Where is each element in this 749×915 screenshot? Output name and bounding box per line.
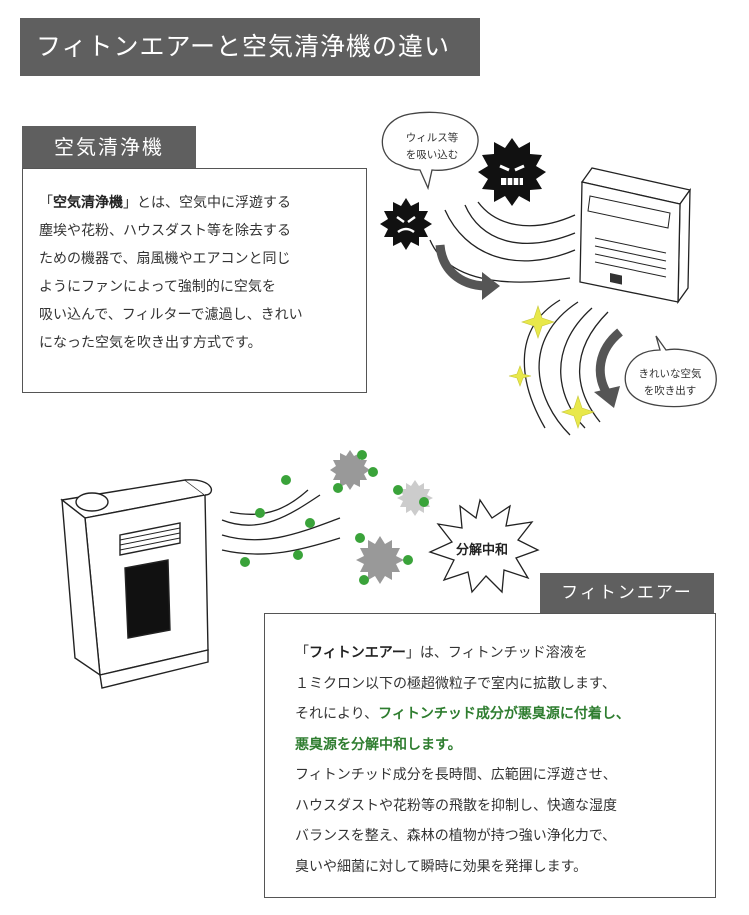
quote-open: 「 xyxy=(295,645,309,661)
air-purifier-description: 「空気清浄機」とは、空気中に浮遊する 塵埃や花粉、ハウスダスト等を除去する ため… xyxy=(39,189,352,357)
outflow-arrow xyxy=(595,328,624,398)
sparkle-icon xyxy=(508,305,595,429)
virus-icon-grey xyxy=(330,450,433,584)
phyton-air-illustration xyxy=(60,450,540,689)
virus-icon-large xyxy=(478,138,546,206)
page-title: フィトンエアーと空気清浄機の違い xyxy=(20,18,480,76)
air-purifier-description-box: 「空気清浄機」とは、空気中に浮遊する 塵埃や花粉、ハウスダスト等を除去する ため… xyxy=(22,168,367,393)
phyton-air-label: フィトンエアー xyxy=(540,573,714,613)
phytoncide-particles xyxy=(240,450,429,585)
air-purifier-device xyxy=(579,167,692,305)
air-purifier-label: 空気清浄機 xyxy=(22,126,196,168)
air-purifier-illustration xyxy=(380,111,717,436)
phyton-air-term: フィトンエアー xyxy=(309,645,406,661)
phyton-air-body-1: 」は、フィトンチッド溶液を １ミクロン以下の極超微粒子で室内に拡散します、 それ… xyxy=(295,645,616,722)
phyton-air-description: 「フィトンエアー」は、フィトンチッド溶液を １ミクロン以下の極超微粒子で室内に拡… xyxy=(295,638,715,882)
quote-open: 「 xyxy=(39,195,53,211)
virus-icon-small xyxy=(380,198,432,250)
phyton-air-highlight: フィトンチッド成分が悪臭源に付着し、 悪臭源を分解中和します。 xyxy=(295,706,630,753)
speech-bubble-out-shape xyxy=(624,335,717,408)
speech-bubble-in-shape xyxy=(381,111,479,191)
air-purifier-term: 空気清浄機 xyxy=(53,195,123,211)
air-purifier-body: 」とは、空気中に浮遊する 塵埃や花粉、ハウスダスト等を除去する ための機器で、扇… xyxy=(39,195,303,351)
phyton-air-description-box: 「フィトンエアー」は、フィトンチッド溶液を １ミクロン以下の極超微粒子で室内に拡… xyxy=(264,613,716,898)
burst-shape xyxy=(428,498,540,594)
bubble-exhale-text: きれいな空気 を吹き出す xyxy=(638,368,702,397)
bubble-inhale-text: ウィルス等 を吸い込む xyxy=(405,132,459,161)
intake-arrow xyxy=(435,244,486,291)
phyton-air-device xyxy=(60,479,213,689)
burst-label: 分解中和 xyxy=(456,543,509,558)
phyton-air-body-2: フィトンチッド成分を長時間、広範囲に浮遊させ、 ハウスダストや花粉等の飛散を抑制… xyxy=(295,767,617,875)
